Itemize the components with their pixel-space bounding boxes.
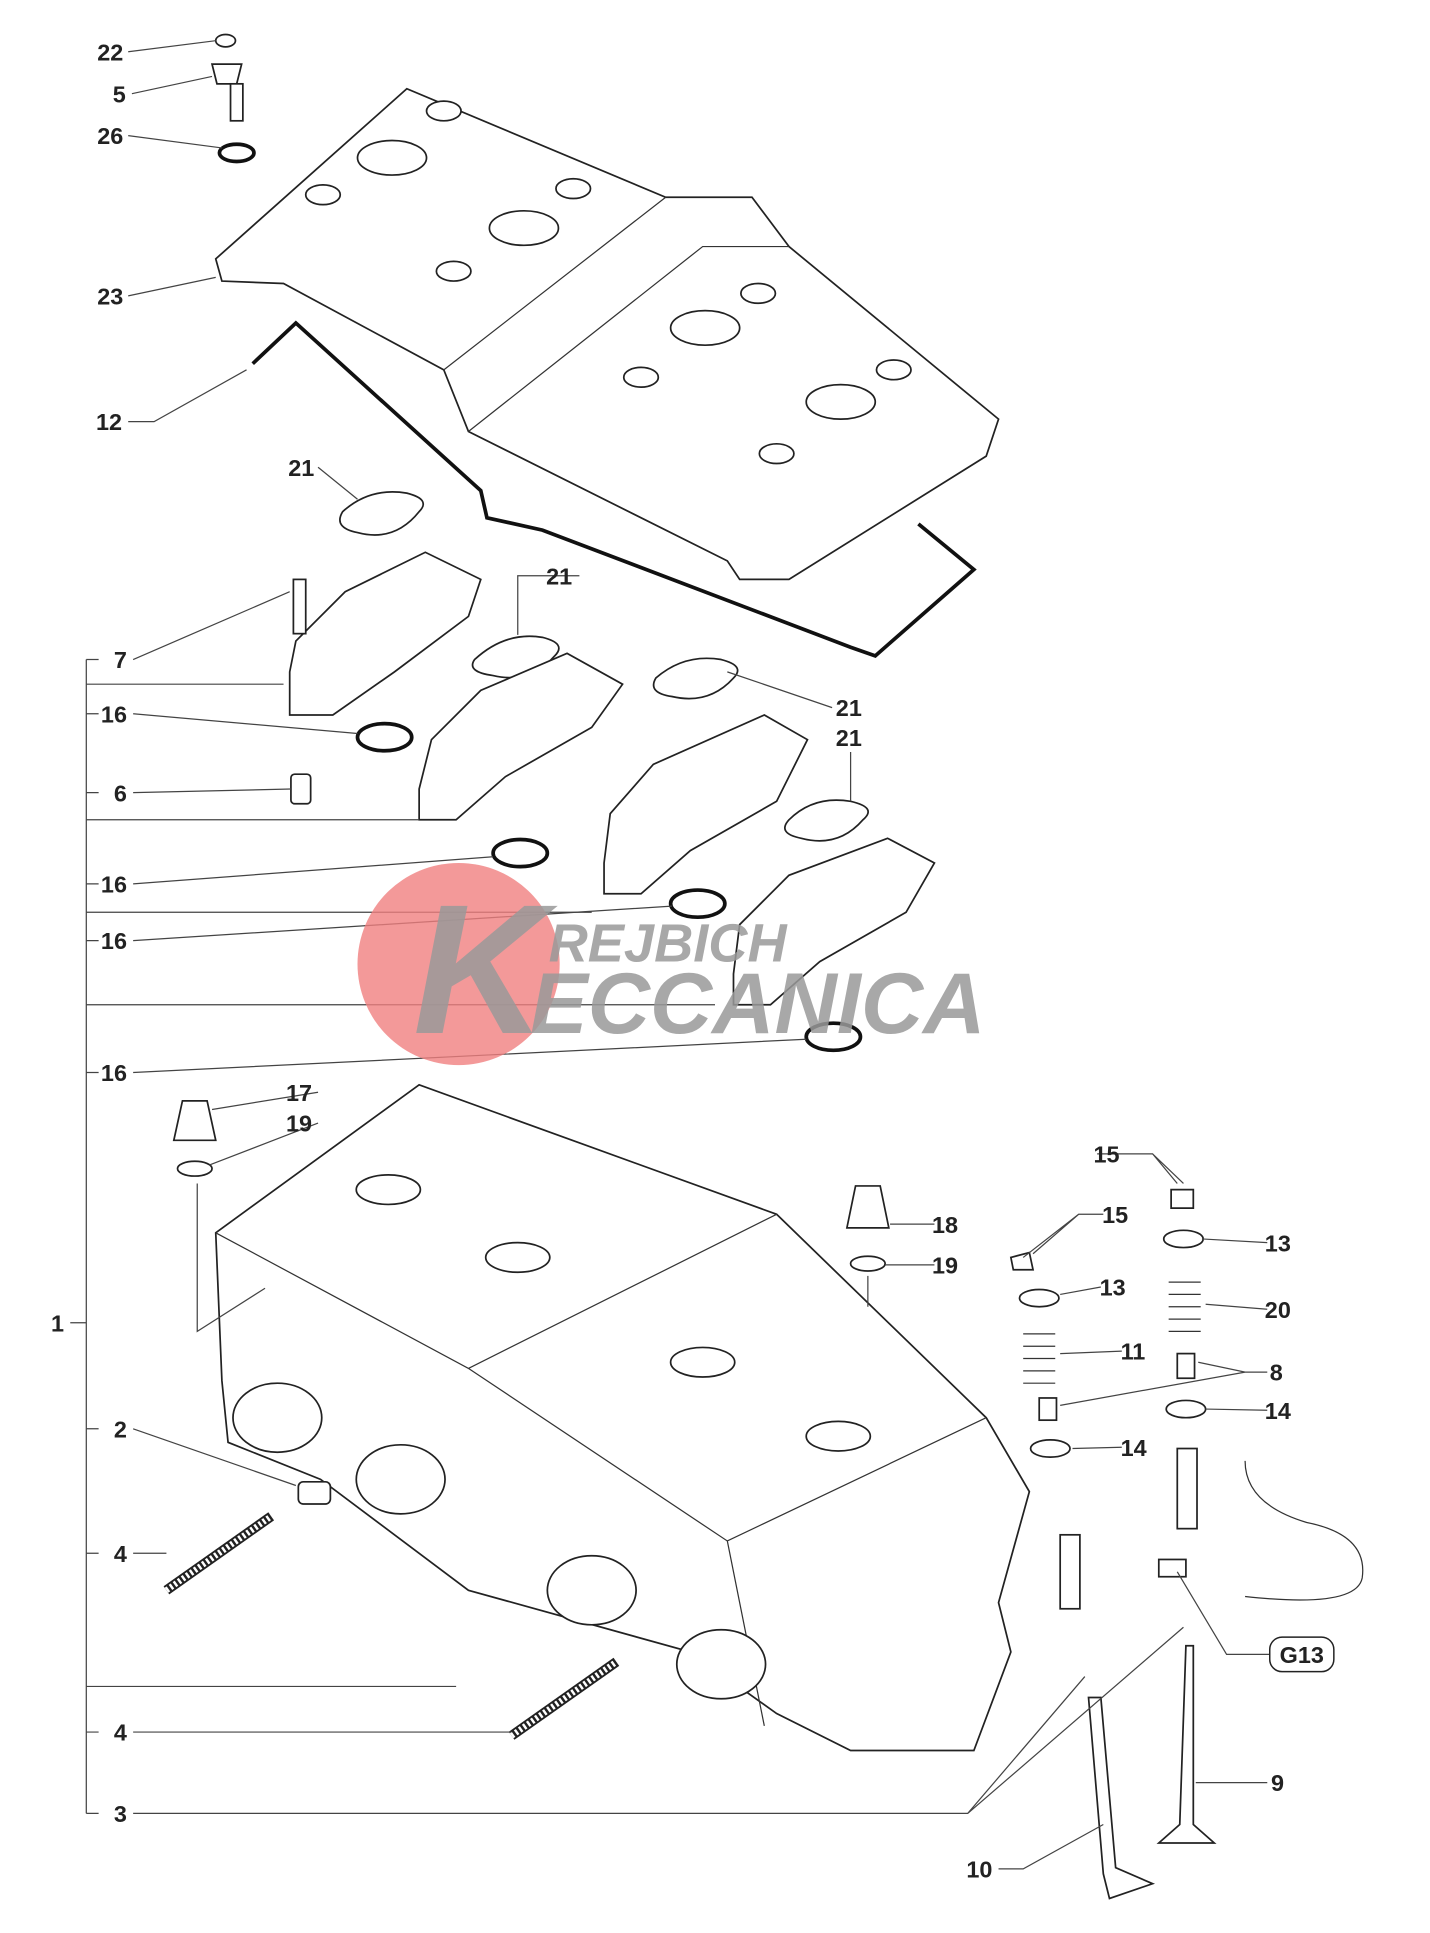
- o-rings: [355, 721, 863, 1053]
- label-21d: 21: [836, 725, 862, 751]
- studs: [163, 1480, 620, 1740]
- cover-gasket: [251, 320, 977, 658]
- label-15b: 15: [1102, 1202, 1128, 1228]
- label-26: 26: [97, 123, 123, 149]
- label-17: 17: [286, 1080, 312, 1106]
- label-18: 18: [932, 1212, 958, 1238]
- g13-box: [1269, 1636, 1335, 1673]
- label-11: 11: [1121, 1339, 1146, 1365]
- plugs-washers: [172, 1100, 890, 1272]
- cover-bolt: [210, 33, 256, 164]
- label-9: 9: [1271, 1770, 1284, 1796]
- label-14a: 14: [1265, 1398, 1291, 1424]
- label-20: 20: [1265, 1297, 1291, 1323]
- valve-train: [1009, 1188, 1364, 1900]
- part-labels: 22 5 26 23 12 21 21 7 16 6 21 21 16 16 1…: [51, 39, 1335, 1883]
- label-16a: 16: [101, 701, 127, 727]
- label-19b: 19: [932, 1252, 958, 1278]
- watermark-logo: K REJBICH ECCANICA: [357, 862, 985, 1073]
- label-13b: 13: [1100, 1275, 1126, 1301]
- label-14b: 14: [1121, 1435, 1147, 1461]
- label-4a: 4: [114, 1541, 127, 1567]
- watermark-circle: [357, 862, 560, 1066]
- label-4b: 4: [114, 1720, 127, 1746]
- camshaft-caps: [288, 551, 936, 1006]
- label-16c: 16: [101, 928, 127, 954]
- label-3: 3: [114, 1801, 127, 1827]
- label-21b: 21: [546, 563, 572, 589]
- leader-lines: [128, 40, 1270, 1870]
- label-15a: 15: [1093, 1142, 1119, 1168]
- label-7: 7: [114, 647, 127, 673]
- watermark-line2: ECCANICA: [530, 956, 985, 1052]
- label-10: 10: [966, 1857, 992, 1883]
- label-g13: G13: [1280, 1642, 1324, 1668]
- label-2: 2: [114, 1416, 127, 1442]
- watermark-initial: K: [413, 867, 558, 1073]
- label-21a: 21: [288, 455, 314, 481]
- label-6: 6: [114, 780, 127, 806]
- cylinder-head: [214, 1083, 1031, 1752]
- valve-cover: [214, 87, 1000, 581]
- watermark-line1: REJBICH: [549, 914, 789, 974]
- label-22: 22: [97, 39, 123, 65]
- label-5: 5: [113, 81, 126, 107]
- label-13a: 13: [1265, 1230, 1291, 1256]
- label-16d: 16: [101, 1060, 127, 1086]
- label-8: 8: [1270, 1360, 1283, 1386]
- label-1: 1: [51, 1310, 64, 1336]
- label-23: 23: [97, 283, 123, 309]
- label-16b: 16: [101, 872, 127, 898]
- label-19a: 19: [286, 1111, 312, 1137]
- label-12: 12: [96, 409, 122, 435]
- label-21c: 21: [836, 695, 862, 721]
